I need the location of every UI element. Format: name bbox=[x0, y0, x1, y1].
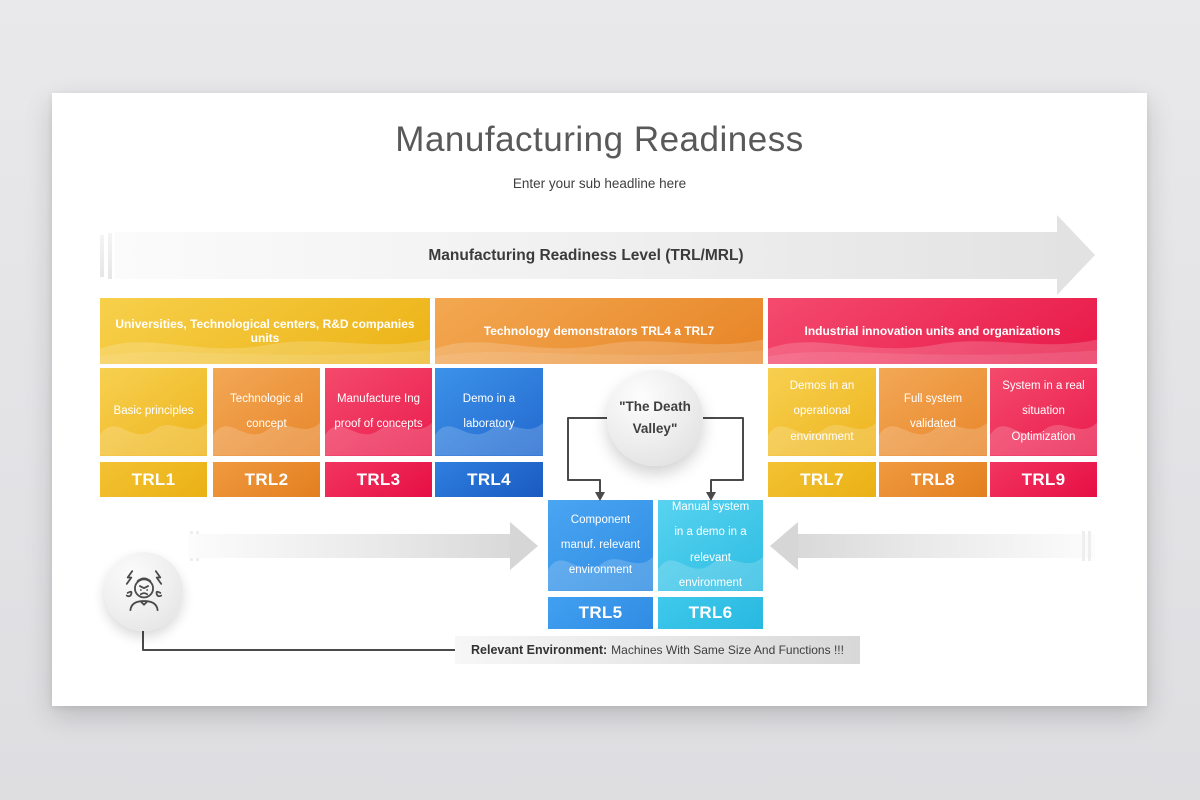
trl3-label: TRL3 bbox=[325, 462, 432, 497]
trl4-label: TRL4 bbox=[435, 462, 543, 497]
wave-decoration-icon bbox=[658, 557, 763, 591]
trl1-label: TRL1 bbox=[100, 462, 207, 497]
left-gray-arrowhead-icon bbox=[510, 522, 538, 570]
relevant-environment-label: Relevant Environment: bbox=[471, 643, 608, 657]
trl6-description-box: Manual system in a demo in a relevant en… bbox=[658, 500, 763, 591]
trl9-description-box: System in a real situation Optimization bbox=[990, 368, 1097, 456]
wave-decoration-icon bbox=[548, 557, 653, 591]
death-valley-circle: "The Death Valley" bbox=[607, 370, 703, 466]
trl3-description-box: Manufacture Ing proof of concepts bbox=[325, 368, 432, 456]
group-band-industrial: Industrial innovation units and organiza… bbox=[768, 298, 1097, 364]
wave-decoration-icon bbox=[879, 423, 987, 456]
trl7-description-box: Demos in an operational environment bbox=[768, 368, 876, 456]
trl8-label: TRL8 bbox=[879, 462, 987, 497]
group-band-label: Industrial innovation units and organiza… bbox=[804, 324, 1061, 338]
wave-decoration-icon bbox=[768, 339, 1097, 364]
group-band-demonstrators: Technology demonstrators TRL4 a TRL7 bbox=[435, 298, 763, 364]
right-gray-arrow bbox=[798, 534, 1095, 558]
stressed-person-icon bbox=[125, 569, 162, 611]
stressed-person-badge bbox=[104, 552, 183, 631]
banner-arrowhead-icon bbox=[1057, 215, 1095, 295]
trl2-description-box: Technologic al concept bbox=[213, 368, 320, 456]
trl4-description: Demo in a laboratory bbox=[462, 392, 516, 430]
trl9-label: TRL9 bbox=[990, 462, 1097, 497]
death-valley-label: "The Death Valley" bbox=[619, 399, 691, 436]
group-band-label: Technology demonstrators TRL4 a TRL7 bbox=[483, 324, 715, 338]
slide-canvas: Manufacturing Readiness Enter your sub h… bbox=[52, 93, 1147, 706]
trl2-label: TRL2 bbox=[213, 462, 320, 497]
banner-arrow-body: Manufacturing Readiness Level (TRL/MRL) bbox=[115, 232, 1057, 279]
death-valley-connector-arrows bbox=[567, 417, 744, 501]
trl9-description: System in a real situation Optimization bbox=[1002, 380, 1085, 443]
trl8-description-box: Full system validated bbox=[879, 368, 987, 456]
arrow-fold-line bbox=[1082, 531, 1085, 561]
wave-decoration-icon bbox=[325, 423, 432, 456]
wave-decoration-icon bbox=[768, 423, 876, 456]
wave-decoration-icon bbox=[435, 423, 543, 456]
slide-subtitle: Enter your sub headline here bbox=[512, 176, 687, 191]
trl7-description: Demos in an operational environment bbox=[789, 380, 855, 443]
banner-label: Manufacturing Readiness Level (TRL/MRL) bbox=[428, 246, 744, 264]
trl5-description-box: Component manuf. relevant environment bbox=[548, 500, 653, 591]
group-band-label: Universities, Technological centers, R&D… bbox=[115, 317, 415, 345]
trl5-description: Component manuf. relevant environment bbox=[560, 513, 641, 577]
person-connector-line bbox=[142, 629, 457, 651]
trl1-description: Basic principles bbox=[113, 405, 194, 418]
wave-decoration-icon bbox=[435, 339, 763, 364]
relevant-environment-text: Machines With Same Size And Functions !!… bbox=[611, 643, 844, 657]
banner-fold-line bbox=[100, 235, 104, 277]
arrow-fold-line bbox=[1088, 531, 1091, 561]
wave-decoration-icon bbox=[213, 423, 320, 456]
trl3-description: Manufacture Ing proof of concepts bbox=[334, 392, 423, 430]
trl6-label: TRL6 bbox=[658, 597, 763, 629]
trl5-label: TRL5 bbox=[548, 597, 653, 629]
right-gray-arrowhead-icon bbox=[770, 522, 798, 570]
wave-decoration-icon bbox=[100, 339, 430, 364]
trl6-description: Manual system in a demo in a relevant en… bbox=[671, 500, 750, 589]
wave-decoration-icon bbox=[990, 423, 1097, 456]
wave-decoration-icon bbox=[100, 423, 207, 456]
trl2-description: Technologic al concept bbox=[230, 392, 303, 430]
slide-title: Manufacturing Readiness bbox=[395, 120, 804, 159]
group-band-universities: Universities, Technological centers, R&D… bbox=[100, 298, 430, 364]
banner-fold-line bbox=[108, 233, 112, 279]
relevant-environment-bar: Relevant Environment: Machines With Same… bbox=[455, 636, 860, 664]
trl8-description: Full system validated bbox=[903, 392, 963, 430]
trl1-description-box: Basic principles bbox=[100, 368, 207, 456]
left-gray-arrow bbox=[188, 534, 510, 558]
trl4-description-box: Demo in a laboratory bbox=[435, 368, 543, 456]
trl7-label: TRL7 bbox=[768, 462, 876, 497]
